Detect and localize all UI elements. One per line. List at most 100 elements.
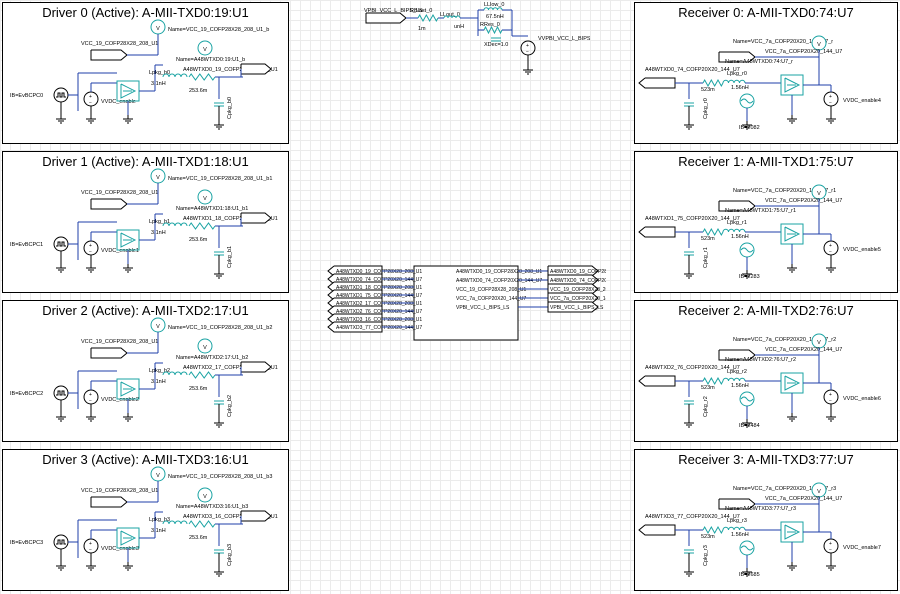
lpkg-label: Lpkg_r1 (727, 220, 747, 226)
ground-symbol (787, 115, 797, 124)
voltage-probe: V (197, 189, 213, 205)
port-shape (90, 198, 128, 210)
package-inductor (162, 520, 188, 525)
stimulus-label: IB=EvBCPC1 (10, 242, 43, 248)
enable-label: VVDC_enable2 (101, 397, 139, 403)
voltage-probe: V (197, 487, 213, 503)
vrm-r1-label: RBlast_0 (410, 8, 432, 14)
node-name-label: Name=A48WTXD2:17:U1_b2 (176, 355, 248, 361)
vrm-r1-value: 1m (418, 26, 426, 32)
node-name-label: Name=A48WTXD3:77:U7_r3 (725, 506, 796, 512)
probe-name-label: Name=VCC_7a_COFP20X20_144_U7_r3 (733, 486, 836, 492)
package-resistor (702, 376, 724, 386)
package-inductor (722, 79, 746, 84)
port-shape (90, 347, 128, 359)
minus-sign: − (829, 398, 832, 404)
pulse-wave (56, 539, 66, 545)
ground-symbol (86, 562, 96, 571)
io-buffer (780, 521, 804, 543)
port-connector (638, 375, 676, 387)
lpkg-value: 3.1nH (151, 379, 166, 385)
vrm-output-label: VVPBI_VCC_L_BIPS_LS (538, 36, 590, 42)
input-net-label: A48WTXD2_76_COFP20X20_144_U7 (645, 365, 740, 371)
port-connector (547, 274, 599, 286)
probe-name-label: Name=VCC_19_COFP28X28_208_U1_b (168, 27, 269, 33)
enable-label: VVDC_enable1 (101, 248, 139, 254)
package-right-port-label: VCC_19_COFP28X28_208_U1 (550, 287, 606, 293)
vrm-inductor-2 (483, 7, 503, 11)
port-shape (718, 349, 756, 361)
minus-sign: − (89, 100, 92, 106)
vrm-resistor (417, 13, 439, 23)
vcc-net-label: VCC_19_COFP28X28_208_U1 (81, 41, 158, 47)
io-buffer (116, 229, 140, 251)
ground-symbol (684, 121, 694, 130)
pulse-wave (56, 241, 66, 247)
vrm-l1-value: unH (454, 24, 464, 30)
voltage-probe: V (150, 19, 166, 35)
ground-symbol (56, 115, 66, 124)
enable-label: VVDC_enable (101, 99, 136, 105)
lpkg-value: 3.1nH (151, 230, 166, 236)
panel-title: Driver 0 (Active): A-MII-TXD0:19:U1 (42, 5, 249, 20)
port-connector (638, 524, 676, 536)
port-shape (718, 200, 756, 212)
vrm-voltage-source: +− (520, 40, 536, 56)
probe-v: V (817, 42, 821, 48)
current-probe-wave (740, 545, 754, 551)
port-shape (638, 375, 676, 387)
vrm-r2-label: RRes_0 (480, 22, 500, 28)
voltage-probe: V (150, 466, 166, 482)
enable-voltage-source: +− (83, 538, 99, 554)
probe-name-label: Name=VCC_19_COFP28X28_208_U1_b3 (168, 474, 272, 480)
package-right-pin: A48WTXD0_74_COFP20X20_144_U7 (456, 278, 542, 284)
io-buffer (780, 223, 804, 245)
enable-label: VVDC_enable4 (843, 98, 881, 104)
probe-name-label: Name=VCC_7a_COFP20X20_144_U7_r2 (733, 337, 836, 343)
rpkg-value: 253.6m (189, 386, 208, 392)
plus-sign: + (89, 392, 92, 398)
io-buffer (780, 372, 804, 394)
port-shape (547, 301, 599, 313)
lpkg-value: 1.56nH (731, 532, 749, 538)
rpkg-label: A48WTXD3_16_COFP28X28_208_U1 (183, 514, 278, 520)
port-connector (547, 265, 599, 277)
package-model-block: A48WTXD0_19_COFP28X28_208_U1A48WTXD0_74_… (327, 265, 606, 341)
package-right-pin: VPBI_VCC_L_BIPS_LS (456, 305, 510, 311)
voltage-probe: V (811, 482, 827, 498)
vcc-net-label: VCC_7a_COFP20X20_144_U7 (765, 496, 842, 502)
package-right-port-label: VCC_7a_COFP20X20_144_U7 (550, 296, 606, 302)
cpkg-label: Cpkg_b1 (227, 246, 233, 268)
rpkg-label: A48WTXD2_17_COFP28X28_208_U1 (183, 365, 278, 371)
voltage-probe: V (150, 168, 166, 184)
package-resistor (702, 227, 724, 237)
ib-label: IB=2082 (739, 125, 760, 131)
minus-sign: − (829, 100, 832, 106)
input-net-label: A48WTXD1_75_COFP20X20_144_U7 (645, 216, 740, 222)
ground-symbol (123, 562, 133, 571)
package-inductor (162, 73, 188, 78)
port-connector (547, 283, 599, 295)
panel-title: Driver 1 (Active): A-MII-TXD1:18:U1 (42, 154, 249, 169)
probe-circle (197, 487, 213, 503)
plus-sign: + (829, 94, 832, 100)
ground-symbol (123, 413, 133, 422)
probe-v: V (203, 345, 207, 351)
ground-symbol (214, 270, 224, 279)
port-connector (718, 498, 756, 510)
package-inductor (722, 377, 746, 382)
ground-symbol (684, 568, 694, 577)
ground-symbol (123, 264, 133, 273)
port-shape (638, 77, 676, 89)
probe-v: V (156, 473, 160, 479)
vcc-net-label: VCC_7a_COFP20X20_144_U7 (765, 49, 842, 55)
pulse-source (53, 87, 69, 103)
ground-symbol (214, 121, 224, 130)
stimulus-label: IB=EvBCPC2 (10, 391, 43, 397)
probe-v: V (156, 324, 160, 330)
port-shape (547, 265, 599, 277)
input-net-label: A48WTXD3_77_COFP20X20_144_U7 (645, 514, 740, 520)
